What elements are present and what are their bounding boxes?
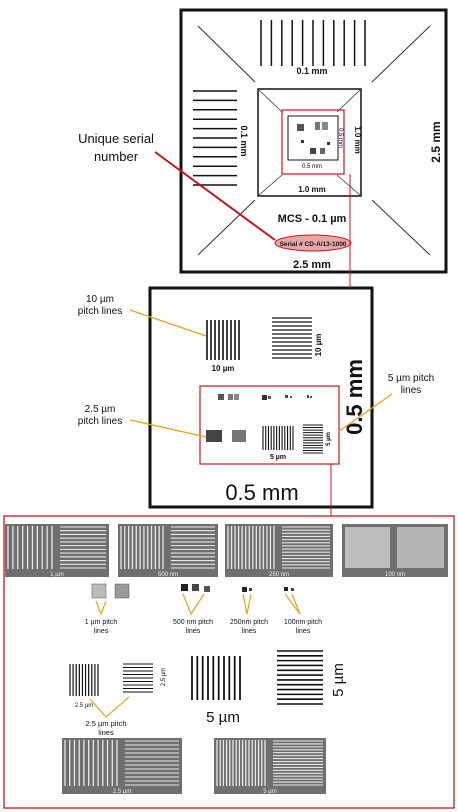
pitch-5um-horizontal xyxy=(303,424,323,454)
middle-panel: 10 µm 10 µm 0.5 mm 0.5 mm 5 µm 5 µm 10 µ… xyxy=(78,272,434,516)
sem-scale-label: 1 µm xyxy=(50,572,63,578)
sem-scale-label: 2.5 µm xyxy=(113,789,131,795)
big-5um-right: 5 µm xyxy=(330,663,347,697)
sem-scale-label: 100 nm xyxy=(385,572,405,578)
label-01-left: 0.1 mm xyxy=(239,125,249,156)
callout-5um-line2: lines xyxy=(401,385,422,396)
svg-text:0.5 mm: 0.5 mm xyxy=(337,128,343,148)
sem-tile: 5 µm xyxy=(214,738,326,795)
label-05-inner: 0.5 mm xyxy=(302,164,322,170)
pitch-10um-horizontal xyxy=(272,317,312,359)
callout-10um-line2: pitch lines xyxy=(78,306,122,317)
left-pitch-lines xyxy=(193,90,237,186)
callout-25um-line2: pitch lines xyxy=(78,416,122,427)
sem-scale-label: 500 nm xyxy=(158,572,178,578)
serial-callout-line1: Unique serial xyxy=(78,131,154,146)
diagonal-tr xyxy=(371,25,431,83)
serial-callout-leader xyxy=(154,151,276,241)
callout-10um-line1: 10 µm xyxy=(86,294,114,305)
serial-callout-line2: number xyxy=(94,149,139,164)
pitch-5um-vertical xyxy=(262,426,294,450)
label-05-right: 0.5 mm xyxy=(342,359,367,435)
diagonal-tl xyxy=(197,25,256,83)
small-25-left: 2.5 µm xyxy=(75,703,93,709)
pitch-500nm-line2: lines xyxy=(186,628,201,635)
top-pitch-lines xyxy=(260,20,366,66)
pitch-25um-horizontal xyxy=(123,663,153,693)
small-25-right: 2.5 µm xyxy=(161,668,167,686)
pitch-100nm-line2: lines xyxy=(296,628,311,635)
sem-image-row: 1 µm 500 nm 250 nm 100 nm xyxy=(5,524,448,578)
highlight-05mm-square xyxy=(281,109,345,175)
sem-tile: 250 nm xyxy=(225,524,333,578)
sem-scale-label: 250 nm xyxy=(269,572,289,578)
label-25-bottom: 2.5 mm xyxy=(293,259,331,271)
sem-tile: 500 nm xyxy=(118,524,218,578)
diagonal-bl xyxy=(197,199,256,256)
pitch-100nm-line1: 100nm pitch xyxy=(284,619,322,626)
pitch-1um-line2: lines xyxy=(94,628,109,635)
sem-scale-label: 5 µm xyxy=(263,789,276,795)
serial-ellipse xyxy=(274,234,352,252)
pitch-25um-line2: lines xyxy=(98,728,114,737)
label-10um-right: 10 µm xyxy=(314,334,323,357)
sem-tile: 1 µm xyxy=(5,524,109,578)
pitch-25um-line1: 2.5 µm pitch xyxy=(85,719,126,728)
diagonal-br xyxy=(371,199,431,256)
pitch-250nm-line2: lines xyxy=(242,628,257,635)
pitch-1um-line1: 1 µm pitch xyxy=(85,619,118,626)
pitch-500nm-line1: 500 nm pitch xyxy=(173,619,213,626)
mcs-title: MCS - 0.1 µm xyxy=(278,213,347,225)
callout-5um-line1: 5 µm pitch xyxy=(388,373,434,384)
serial-number: Serial # CD-A/13-1000 xyxy=(280,241,347,248)
label-01-top: 0.1 mm xyxy=(296,66,327,76)
pitch-10um-vertical xyxy=(206,320,240,360)
pitch-5um-big-horizontal xyxy=(277,650,323,705)
label-05-bottom: 0.5 mm xyxy=(225,480,298,505)
label-10-right: 1.0 mm xyxy=(353,126,362,154)
sem-tile: 2.5 µm xyxy=(62,738,182,795)
pitch-5um-big-vertical xyxy=(191,656,241,700)
pitch-25um-vertical xyxy=(69,664,99,696)
label-5um-inner-right: 5 µm xyxy=(326,432,332,446)
callout-25um-line1: 2.5 µm xyxy=(85,404,116,415)
sem-bottom-row: 2.5 µm 5 µm xyxy=(62,738,326,795)
big-5um-bottom: 5 µm xyxy=(206,709,240,726)
label-25-right: 2.5 mm xyxy=(429,121,443,162)
label-5um-inner: 5 µm xyxy=(270,454,286,461)
pitch-250nm-line1: 250nm pitch xyxy=(230,619,268,626)
top-panel: 0.1 mm 0.1 mm 1.0 mm 1.0 mm 0.5 mm 0.5 m… xyxy=(78,8,448,288)
inner-05mm-square xyxy=(287,115,339,161)
sem-tile: 100 nm xyxy=(342,524,448,578)
label-10um-left: 10 µm xyxy=(212,364,235,373)
inner-square-1mm xyxy=(257,88,362,197)
label-10-bottom: 1.0 mm xyxy=(298,185,326,194)
